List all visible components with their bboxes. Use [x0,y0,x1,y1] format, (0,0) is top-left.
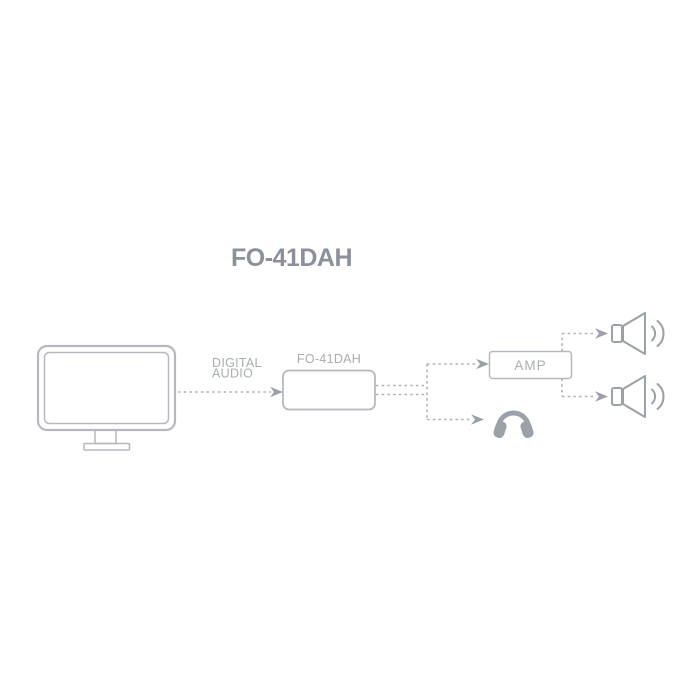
headphones-icon [493,410,534,438]
link-label-digital-audio-line1: DIGITAL [212,356,262,370]
node-converter: FO-41DAH [282,352,376,411]
speaker-icon [611,375,665,418]
link-label-digital-audio-line2: AUDIO [212,367,253,381]
amp-label: AMP [514,358,546,373]
amp-box [488,350,573,380]
link-converter-to-headphones [427,414,484,425]
arrowhead-icon [471,414,484,425]
arrowhead-icon [595,328,608,339]
arrowhead-icon [270,386,283,398]
link-display-to-converter [178,386,283,398]
link-amp-to-speaker-bottom [561,378,608,402]
arrowhead-icon [476,358,489,370]
speaker-icon [611,312,665,355]
page-title: FO-41DAH [231,244,353,272]
link-converter-outputs [376,364,428,420]
node-amp: AMP [488,350,573,380]
link-amp-to-speaker-top [561,328,608,352]
link-converter-to-amp [427,358,489,370]
converter-label: FO-41DAH [297,352,361,366]
arrowhead-icon [595,391,608,402]
monitor-icon [36,344,177,451]
converter-box [282,369,376,411]
